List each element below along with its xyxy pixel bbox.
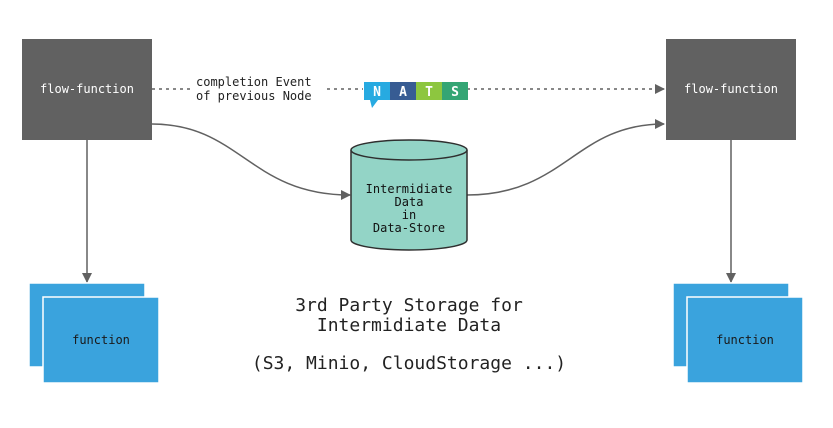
nats-logo-letter: T	[425, 85, 433, 100]
caption-line2: Intermidiate Data	[317, 315, 501, 336]
function-left-stack: function	[28, 282, 160, 384]
flow-function-left-node: flow-function	[22, 39, 152, 140]
completion-event-label-line1: completion Event	[196, 75, 312, 89]
datastore-label-line1: Intermidiate	[366, 182, 453, 196]
nats-logo-tile	[416, 82, 442, 100]
function-right-label: function	[716, 333, 774, 347]
flow-function-left-label: flow-function	[40, 82, 134, 96]
flow-function-right-label: flow-function	[684, 82, 778, 96]
function-left-label: function	[72, 333, 130, 347]
nats-logo-letter: N	[373, 85, 381, 100]
nats-logo-letter: S	[451, 85, 459, 100]
datastore-label-line3: in	[402, 208, 416, 222]
datastore-label-line2: Data	[395, 195, 424, 209]
data-out-connector	[151, 123, 351, 200]
completion-label-background	[192, 74, 324, 104]
function-right-front-card	[686, 296, 804, 384]
nats-logo-tile	[390, 82, 416, 100]
completion-event-label-line2: of previous Node	[196, 89, 312, 103]
datastore-label-line4: Data-Store	[373, 221, 445, 235]
function-right-stack: function	[672, 282, 804, 384]
nats-logo-tile	[364, 82, 390, 100]
caption-line1: 3rd Party Storage for	[295, 295, 523, 316]
flow-function-right-node: flow-function	[666, 39, 796, 140]
function-left-front-card	[42, 296, 160, 384]
data-in-connector	[466, 119, 665, 196]
caption-line3: (S3, Minio, CloudStorage ...)	[252, 353, 566, 374]
nats-logo-tile	[442, 82, 468, 100]
nats-logo-tail	[370, 100, 378, 108]
datastore-cylinder: Intermidiate Data in Data-Store	[350, 139, 468, 251]
nats-logo-letter: A	[399, 85, 407, 100]
